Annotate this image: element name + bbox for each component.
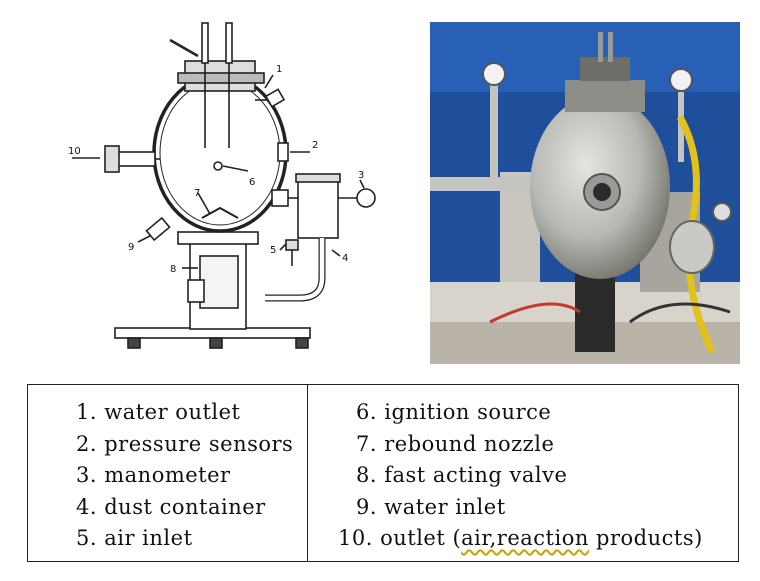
vessel-schematic: 1 2 3 4 5 6 7 8 9 10	[68, 22, 376, 349]
callout-8: 8	[170, 264, 176, 275]
callout-1: 1	[276, 64, 282, 75]
legend-divider	[307, 385, 308, 561]
legend-item: 10. outlet (air,reaction products)	[338, 526, 703, 550]
legend-item: 7. rebound nozzle	[356, 431, 555, 456]
legend-item: 1. water outlet	[76, 400, 241, 424]
legend-item: 5. air inlet	[76, 526, 193, 550]
callout-3: 3	[358, 170, 364, 181]
dust-container	[297, 177, 339, 239]
callout-2: 2	[312, 140, 318, 151]
callout-7: 7	[194, 188, 200, 199]
legend-left-column: 1. water outlet 2. pressure sensors 3. m…	[76, 397, 293, 555]
rebound-nozzle	[201, 206, 239, 219]
legend-table: 1. water outlet 2. pressure sensors 3. m…	[27, 384, 739, 562]
legend-item: 4. dust container	[76, 494, 266, 519]
left-pressure-gauge	[482, 62, 506, 86]
legend-right-column: 6. ignition source 7. rebound nozzle 8. …	[338, 397, 703, 555]
foot	[295, 337, 309, 349]
manometer-gauge	[356, 188, 376, 208]
callout-4: 4	[342, 253, 348, 264]
callout-5: 5	[270, 245, 276, 256]
right-pressure-gauge	[669, 68, 693, 92]
fast-acting-valve	[199, 255, 239, 309]
legend-item: 6. ignition source	[356, 400, 552, 424]
spellcheck-underline: air,reaction	[461, 526, 589, 550]
vessel-photo	[430, 22, 740, 364]
legend-item: 8. fast acting valve	[356, 463, 568, 487]
callout-9: 9	[128, 242, 134, 253]
foot	[127, 337, 141, 349]
legend-item: 3. manometer	[76, 463, 231, 487]
ignition-point	[213, 161, 223, 171]
foot	[209, 337, 223, 349]
legend-item: 2. pressure sensors	[76, 431, 294, 456]
legend-item: 9. water inlet	[356, 494, 506, 519]
callout-10: 10	[68, 146, 81, 157]
callout-6: 6	[249, 177, 255, 188]
